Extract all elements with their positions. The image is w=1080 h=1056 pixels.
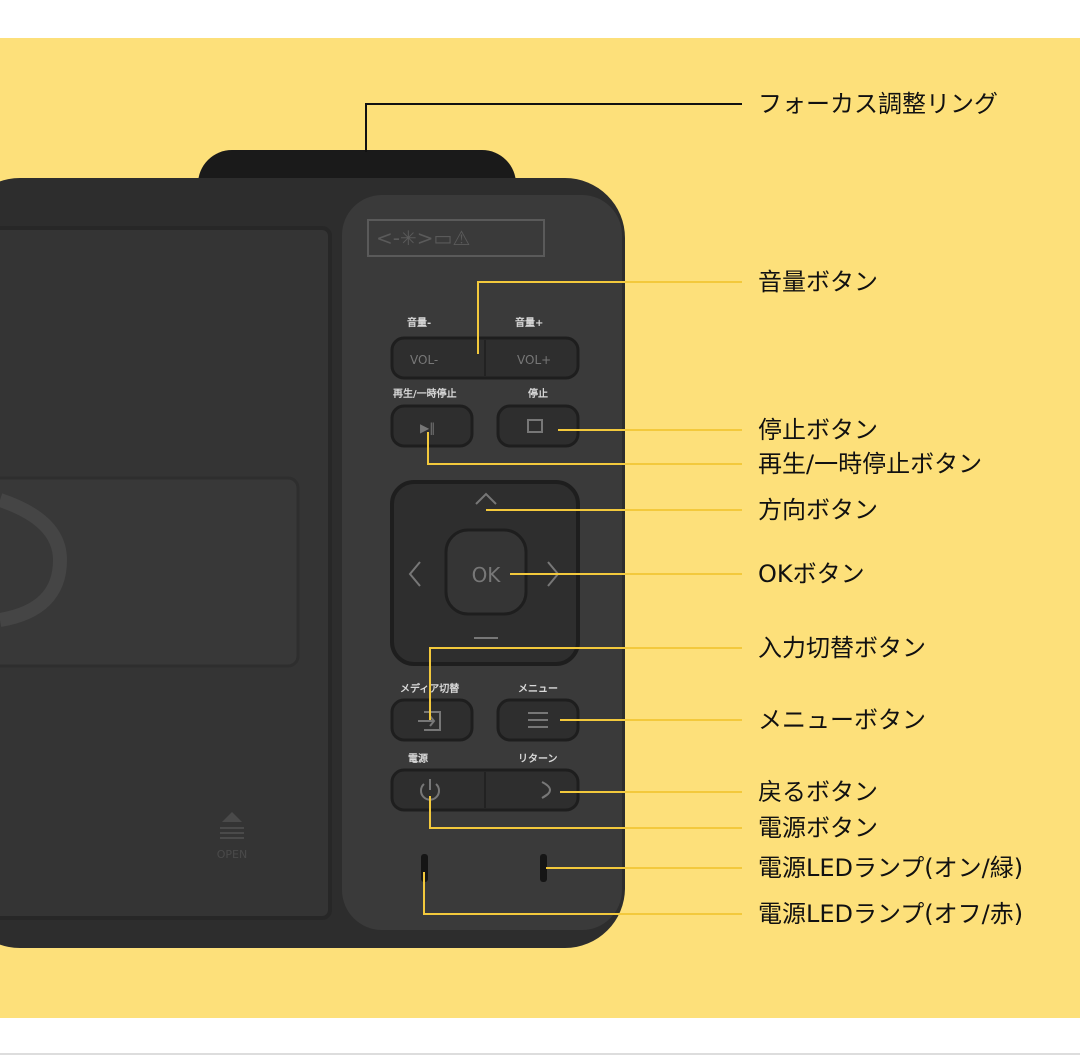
up-arrow-icon[interactable]: [475, 492, 497, 505]
callout-line-input-switch: [429, 647, 742, 720]
open-label: OPEN: [217, 848, 247, 861]
play-pause-button[interactable]: [390, 404, 474, 448]
ok-button[interactable]: [444, 528, 528, 616]
callout-lines: [365, 103, 742, 915]
callout-label-volume: 音量ボタン: [758, 268, 878, 296]
return-icon[interactable]: [541, 781, 551, 799]
callout-line-play-pause: [427, 432, 742, 465]
stop-icon: [527, 419, 543, 433]
callout-label-play-pause: 再生/一時停止ボタン: [758, 450, 982, 478]
callout-label-led-off: 電源LEDランプ(オフ/赤): [758, 900, 1023, 928]
callout-label-menu: メニューボタン: [758, 706, 926, 734]
callout-label-ok: OKボタン: [758, 560, 865, 588]
power-label: 電源: [408, 752, 428, 765]
callout-label-led-on: 電源LEDランプ(オン/緑): [758, 854, 1023, 882]
logo-mark: [0, 493, 68, 627]
callout-line-led-off: [423, 872, 742, 915]
return-label: リターン: [518, 753, 558, 765]
stop-button[interactable]: [496, 404, 580, 448]
stop-label: 停止: [528, 387, 548, 400]
callout-label-input-switch: 入力切替ボタン: [758, 634, 926, 662]
sticker-symbols: <-✳>▭⚠: [376, 226, 470, 250]
open-icon: OPEN: [217, 812, 247, 861]
vol-minus-button[interactable]: VOL-: [410, 353, 438, 367]
menu-icon: [528, 712, 548, 728]
callout-label-stop: 停止ボタン: [758, 416, 878, 444]
led-on-green: [540, 854, 547, 882]
callout-label-return: 戻るボタン: [758, 778, 878, 806]
callout-line-volume: [477, 281, 742, 354]
vol-plus-label: 音量+: [515, 316, 543, 329]
ok-button-label: OK: [472, 563, 502, 587]
cover-label-area: [0, 476, 300, 668]
play-pause-label: 再生/一時停止: [393, 387, 457, 400]
callout-label-power: 電源ボタン: [758, 814, 878, 842]
warning-sticker: <-✳>▭⚠: [367, 219, 545, 257]
callout-label-direction: 方向ボタン: [758, 496, 878, 524]
vol-minus-label: 音量-: [407, 316, 431, 329]
vol-plus-button[interactable]: VOL+: [517, 353, 551, 367]
play-pause-icon: ▶‖: [420, 421, 435, 435]
menu-label: メニュー: [518, 683, 558, 695]
callout-label-focus-ring: フォーカス調整リング: [758, 90, 998, 118]
input-switch-icon: [418, 711, 441, 731]
callout-line-power: [429, 796, 742, 829]
left-arrow-icon[interactable]: [408, 561, 421, 587]
led-off-red: [421, 854, 428, 882]
callout-line-focus-ring: [365, 103, 742, 152]
